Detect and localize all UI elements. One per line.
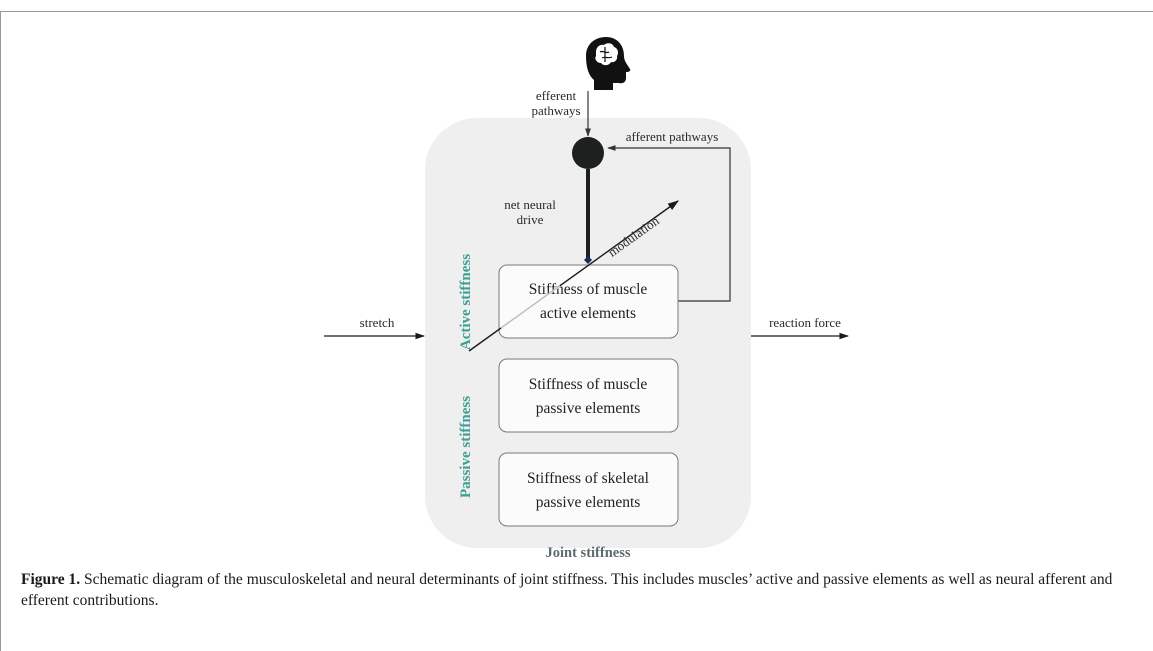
joint-stiffness-diagram: efferent pathways afferent pathways net … (324, 37, 849, 561)
stretch-label: stretch (360, 315, 395, 330)
figure-frame-top (0, 11, 1153, 12)
afferent-label: afferent pathways (626, 129, 719, 144)
drive-endpoint-diamond (584, 256, 592, 264)
afferent-arrow (607, 145, 731, 302)
skeletal-passive-box (498, 452, 679, 527)
muscle-active-box (498, 264, 679, 339)
muscle-active-line1: Stiffness of muscle (529, 281, 648, 298)
muscle-active-line2: active elements (540, 305, 636, 322)
skeletal-passive-line2: passive elements (536, 494, 641, 511)
muscle-passive-line1: Stiffness of muscle (529, 376, 648, 393)
net-neural-label-line2: drive (517, 212, 544, 227)
figure-number: Figure 1. (21, 571, 81, 588)
neural-junction-node (572, 137, 604, 169)
passive-stiffness-label: Passive stiffness (458, 396, 474, 498)
skeletal-passive-line1: Stiffness of skeletal (527, 470, 649, 487)
net-neural-label-line1: net neural (504, 197, 556, 212)
reaction-force-label: reaction force (769, 315, 841, 330)
head-with-brain-icon (586, 37, 631, 90)
efferent-label-line2: pathways (531, 103, 580, 118)
figure-caption: Figure 1. Schematic diagram of the muscu… (21, 569, 1131, 611)
muscle-passive-line2: passive elements (536, 400, 641, 417)
muscle-passive-box (498, 358, 679, 433)
active-stiffness-label: Active stiffness (458, 254, 474, 350)
modulation-arrow-fade (500, 285, 561, 329)
caption-text: Schematic diagram of the musculoskeletal… (21, 571, 1113, 609)
efferent-label-line1: efferent (536, 88, 577, 103)
figure-frame-left (0, 11, 1, 651)
joint-stiffness-label: Joint stiffness (546, 545, 631, 561)
